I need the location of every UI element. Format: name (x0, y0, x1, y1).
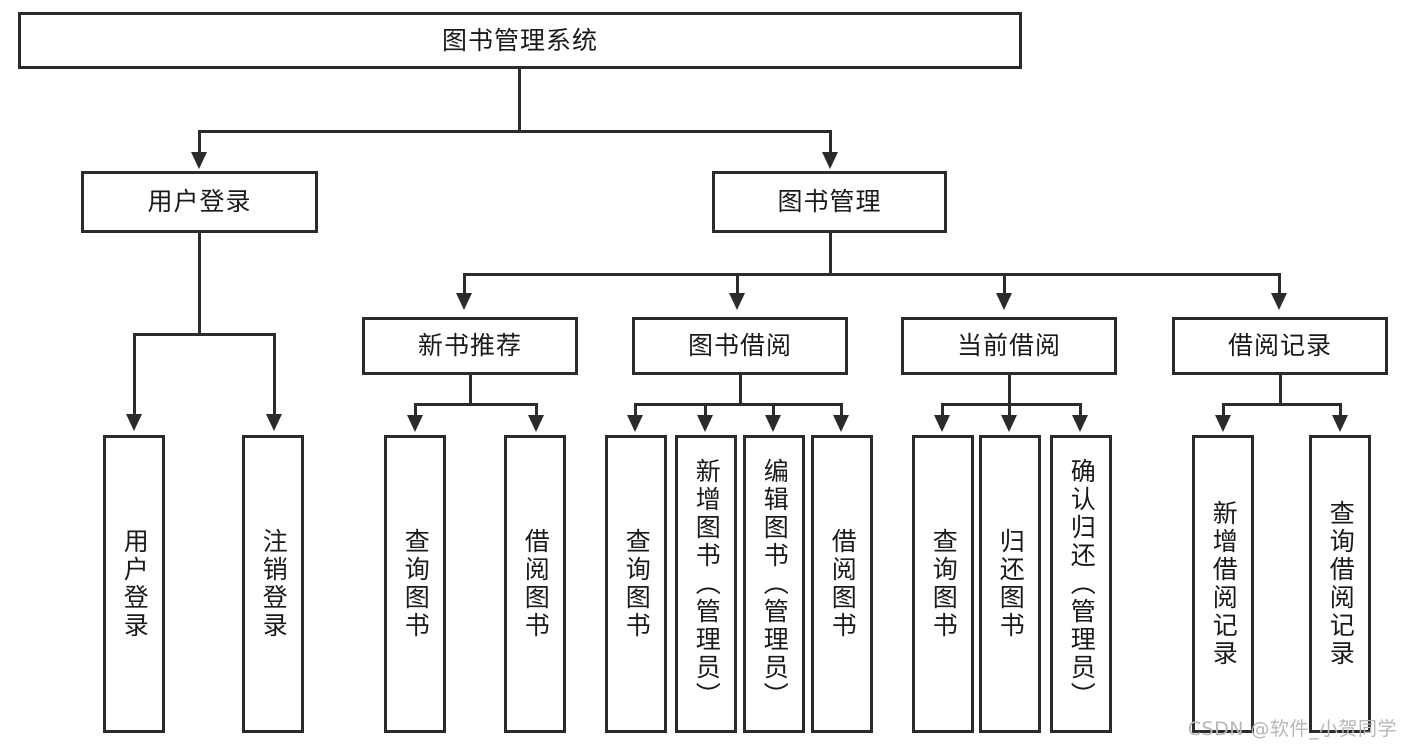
connector-cb-to-leaf-1 (941, 403, 944, 416)
node-leaf-add-borrow-record[interactable]: 新增借阅记录 (1192, 435, 1254, 733)
arrow-br-to-add-record (1215, 415, 1231, 432)
arrow-bm-to-current-borrow (996, 293, 1012, 310)
arrow-bm-to-book-borrow (729, 293, 745, 310)
node-label: 用户登录 (120, 528, 150, 640)
arrow-user-login-to-leaf-2 (266, 414, 282, 431)
node-label: 查询图书 (401, 528, 431, 640)
node-label: 归还图书 (996, 528, 1026, 640)
node-leaf-query-book-current[interactable]: 查询图书 (912, 435, 974, 733)
arrow-bm-to-borrow-record (1271, 293, 1287, 310)
node-label: 图书借阅 (687, 331, 792, 361)
node-label: 查询图书 (929, 528, 959, 640)
connector-current-borrow-bar (941, 403, 1082, 406)
connector-nb-to-leaf-1 (414, 403, 417, 416)
connector-br-to-leaf-2 (1339, 403, 1342, 416)
node-label: 借阅图书 (521, 528, 551, 640)
node-leaf-query-book-recommend[interactable]: 查询图书 (384, 435, 446, 733)
node-label: 借阅图书 (828, 528, 858, 640)
arrow-br-to-query-record (1332, 415, 1348, 432)
arrow-user-login-to-leaf-1 (126, 414, 142, 431)
connector-new-book-stem (469, 375, 472, 405)
connector-cb-to-leaf-3 (1079, 403, 1082, 416)
connector-current-borrow-stem (1008, 375, 1011, 405)
arrow-cb-to-query-book (934, 415, 950, 432)
node-label: 编辑图书（管理员） (760, 458, 790, 710)
node-label: 确认归还（管理员） (1067, 458, 1097, 710)
arrow-bb-to-query-book (627, 415, 643, 432)
arrow-bb-to-edit-book (765, 415, 781, 432)
connector-bb-to-leaf-1 (634, 403, 637, 416)
connector-bm-to-new-book (463, 273, 466, 295)
node-leaf-add-book[interactable]: 新增图书（管理员） (675, 435, 737, 733)
node-label: 图书管理系统 (441, 25, 598, 55)
node-leaf-user-login[interactable]: 用户登录 (103, 435, 165, 733)
connector-bb-to-leaf-3 (772, 403, 775, 416)
node-label: 新增图书（管理员） (692, 458, 722, 710)
node-label: 注销登录 (259, 528, 289, 640)
connector-br-to-leaf-1 (1222, 403, 1225, 416)
connector-borrow-record-stem (1279, 375, 1282, 405)
node-borrow-record[interactable]: 借阅记录 (1172, 317, 1388, 375)
connector-user-login-to-leaf-1 (133, 333, 136, 415)
node-label: 图书管理 (777, 187, 882, 217)
connector-user-login-stem (198, 233, 201, 335)
connector-book-management-bar (463, 273, 1281, 276)
arrow-cb-to-confirm-return (1072, 415, 1088, 432)
connector-root-to-user-login (198, 130, 201, 155)
node-leaf-edit-book[interactable]: 编辑图书（管理员） (743, 435, 805, 733)
node-label: 查询借阅记录 (1326, 500, 1356, 668)
arrow-nb-to-query-book (407, 415, 423, 432)
connector-bb-to-leaf-4 (840, 403, 843, 416)
connector-nb-to-leaf-2 (535, 403, 538, 416)
node-label: 借阅记录 (1227, 331, 1332, 361)
connector-bb-to-leaf-2 (704, 403, 707, 416)
arrow-bb-to-add-book (697, 415, 713, 432)
connector-borrow-record-bar (1222, 403, 1342, 406)
node-user-login[interactable]: 用户登录 (81, 171, 318, 233)
connector-bm-to-borrow-record (1278, 273, 1281, 295)
node-leaf-user-logout[interactable]: 注销登录 (242, 435, 304, 733)
connector-bm-to-current-borrow (1003, 273, 1006, 295)
arrow-cb-to-return-book (1001, 415, 1017, 432)
connector-new-book-bar (414, 403, 538, 406)
arrow-nb-to-borrow-book (528, 415, 544, 432)
node-leaf-query-borrow-record[interactable]: 查询借阅记录 (1309, 435, 1371, 733)
node-label: 新书推荐 (417, 331, 522, 361)
node-book-management[interactable]: 图书管理 (712, 171, 947, 233)
connector-user-login-to-leaf-2 (273, 333, 276, 415)
node-root-book-management-system[interactable]: 图书管理系统 (18, 12, 1022, 69)
connector-bm-to-book-borrow (736, 273, 739, 295)
node-new-book-recommend[interactable]: 新书推荐 (362, 317, 578, 375)
node-book-borrow[interactable]: 图书借阅 (632, 317, 848, 375)
arrow-bm-to-new-book-recommend (456, 293, 472, 310)
connector-root-bar (198, 130, 832, 133)
connector-user-login-bar (133, 333, 276, 336)
arrow-root-to-user-login (191, 152, 207, 169)
connector-cb-to-leaf-2 (1008, 403, 1011, 416)
arrow-bb-to-borrow-book (833, 415, 849, 432)
watermark-text: CSDN @软件_小贺同学 (1187, 718, 1397, 740)
node-label: 用户登录 (147, 187, 252, 217)
node-leaf-query-book-borrow[interactable]: 查询图书 (605, 435, 667, 733)
connector-book-management-stem (829, 233, 832, 275)
connector-root-to-book-management (829, 130, 832, 155)
node-leaf-confirm-return[interactable]: 确认归还（管理员） (1050, 435, 1112, 733)
node-leaf-borrow-book-recommend[interactable]: 借阅图书 (504, 435, 566, 733)
node-label: 新增借阅记录 (1209, 500, 1239, 668)
connector-book-borrow-bar (634, 403, 843, 406)
node-current-borrow[interactable]: 当前借阅 (901, 317, 1117, 375)
node-leaf-borrow-book[interactable]: 借阅图书 (811, 435, 873, 733)
node-leaf-return-book[interactable]: 归还图书 (979, 435, 1041, 733)
connector-book-borrow-stem (739, 375, 742, 405)
node-label: 当前借阅 (956, 331, 1061, 361)
arrow-root-to-book-management (822, 152, 838, 169)
connector-root-stem (518, 69, 521, 130)
node-label: 查询图书 (622, 528, 652, 640)
